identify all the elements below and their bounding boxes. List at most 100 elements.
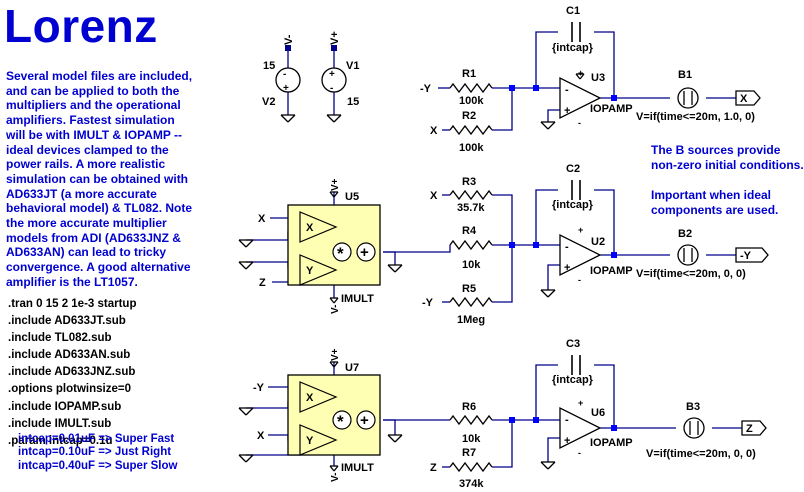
net-label: Z	[430, 462, 437, 474]
v2-node: V-	[283, 34, 295, 45]
opamp-model: IOPAMP	[590, 265, 633, 277]
net-label: -Y	[420, 83, 432, 95]
resistor-name: R6	[462, 401, 476, 413]
supply-v1[interactable]: + - V1 15 V+	[321, 31, 359, 123]
bsource-expression: V=if(time<=20m, 1.0, 0)	[636, 111, 755, 123]
directive-line[interactable]: .tran 0 15 2 1e-3 startup	[8, 298, 137, 310]
note-line: Important when ideal	[651, 188, 772, 202]
resistor-value: 35.7k	[457, 202, 485, 214]
page-title: Lorenz	[4, 0, 158, 52]
spice-directives: .tran 0 15 2 1e-3 startup .include AD633…	[8, 296, 136, 450]
multiplier-pin-x: X	[306, 392, 314, 404]
svg-text:+: +	[578, 398, 583, 408]
svg-text:-: -	[578, 275, 581, 285]
resistor-name: R3	[462, 176, 476, 188]
multiplier-name: U5	[345, 191, 359, 203]
directive-line[interactable]: .include AD633AN.sub	[8, 349, 131, 362]
multiplier-model: IMULT	[341, 293, 374, 305]
capacitor-name: C2	[566, 163, 580, 175]
multiplier-pin-y: Y	[306, 435, 314, 447]
bsource-name: B2	[678, 228, 692, 240]
svg-text:V-: V-	[330, 305, 341, 314]
multiply-symbol: *	[337, 244, 344, 263]
description-text: Several model files are included, and ca…	[6, 69, 193, 289]
intcap-options: intcap=0.01uF => Super Fast intcap=0.10u…	[18, 433, 177, 473]
net-label: X	[430, 125, 438, 137]
svg-text:-: -	[578, 118, 581, 128]
multiplier-pin-x: X	[306, 222, 314, 234]
note-line: non-zero initial conditions.	[651, 158, 804, 172]
resistor-value: 100k	[459, 142, 484, 154]
directive-line[interactable]: .include IMULT.sub	[8, 417, 112, 430]
directive-line[interactable]: .include IOPAMP.sub	[8, 400, 122, 413]
directive-line[interactable]: .include TL082.sub	[8, 332, 112, 345]
capacitor-value: {intcap}	[552, 42, 594, 54]
sum-symbol: +	[360, 412, 369, 429]
svg-text:V-: V-	[330, 473, 341, 482]
sum-symbol: +	[360, 244, 369, 261]
opamp-model: IOPAMP	[590, 103, 633, 115]
svg-text:+: +	[578, 68, 583, 78]
net-label: X	[257, 430, 265, 442]
multiplier-model: IMULT	[341, 462, 374, 474]
v2-name: V2	[262, 96, 275, 108]
bsource-note: The B sources provide non-zero initial c…	[651, 143, 804, 218]
net-label: X	[430, 190, 438, 202]
multiplier-u5[interactable]: X Y * + U5 IMULT V+ V- X Z	[238, 178, 403, 314]
resistor-value: 10k	[462, 259, 481, 271]
multiply-symbol: *	[337, 412, 344, 431]
multiplier-pin-y: Y	[306, 265, 314, 277]
resistor-value: 100k	[459, 95, 484, 107]
minus-sign: -	[283, 69, 286, 80]
v1-value: 15	[347, 96, 359, 108]
resistor-name: R5	[462, 283, 476, 295]
svg-text:-: -	[578, 448, 581, 458]
resistor-value: 374k	[459, 478, 484, 490]
opamp-minus-pin: -	[565, 84, 569, 96]
intcap-option: intcap=0.40uF => Super Slow	[18, 459, 178, 472]
opamp-name: U2	[591, 236, 605, 248]
svg-text:V+: V+	[330, 178, 341, 191]
bsource-name: B3	[686, 401, 700, 413]
multiplier-u7[interactable]: X Y * + U7 IMULT V+ V- -Y X	[238, 348, 403, 482]
svg-text:-: -	[565, 414, 569, 426]
resistor-name: R7	[462, 447, 476, 459]
minus-sign: -	[330, 83, 333, 94]
net-label: Z	[259, 277, 266, 289]
note-line: components are used.	[651, 203, 779, 217]
svg-text:+: +	[564, 262, 570, 274]
v2-value: 15	[263, 60, 275, 72]
supply-v2[interactable]: - + 15 V2 V-	[262, 34, 301, 123]
bsource-expression: V=if(time<=20m, 0, 0)	[636, 268, 746, 280]
opamp-name: U3	[591, 72, 605, 84]
resistor-value: 1Meg	[457, 314, 485, 326]
note-line: The B sources provide	[651, 143, 781, 157]
intcap-option: intcap=0.10uF => Just Right	[18, 446, 172, 459]
opamp-plus-pin: +	[564, 105, 570, 117]
directive-line[interactable]: .include AD633JT.sub	[8, 315, 126, 328]
intcap-option: intcap=0.01uF => Super Fast	[18, 433, 175, 445]
multiplier-name: U7	[345, 362, 359, 374]
net-label: X	[740, 93, 748, 105]
capacitor-name: C1	[566, 5, 580, 17]
net-label: Z	[746, 423, 753, 435]
capacitor-value: {intcap}	[552, 374, 594, 386]
svg-text:-: -	[565, 241, 569, 253]
directive-line[interactable]: .include AD633JNZ.sub	[8, 366, 136, 379]
capacitor-value: {intcap}	[552, 199, 594, 211]
directive-line[interactable]: .options plotwinsize=0	[8, 383, 131, 396]
integrator-u6: - + + - Z R6 10k R7 374k C3 {intcap} U6 …	[383, 338, 767, 490]
net-label: -Y	[740, 250, 752, 262]
svg-text:+: +	[564, 435, 570, 447]
integrator-u3: - + + - -Y X R1 100k R2 100k C1 {intcap}…	[420, 5, 761, 154]
net-label: X	[258, 213, 266, 225]
directive-line[interactable]: .param intcap=0.1u	[8, 434, 113, 447]
resistor-value: 10k	[462, 433, 481, 445]
net-label: -Y	[422, 297, 434, 309]
bsource-name: B1	[678, 69, 692, 81]
svg-text:V+: V+	[330, 348, 341, 361]
resistor-name: R1	[462, 68, 476, 80]
v1-node: V+	[329, 31, 341, 45]
v1-name: V1	[346, 60, 359, 72]
